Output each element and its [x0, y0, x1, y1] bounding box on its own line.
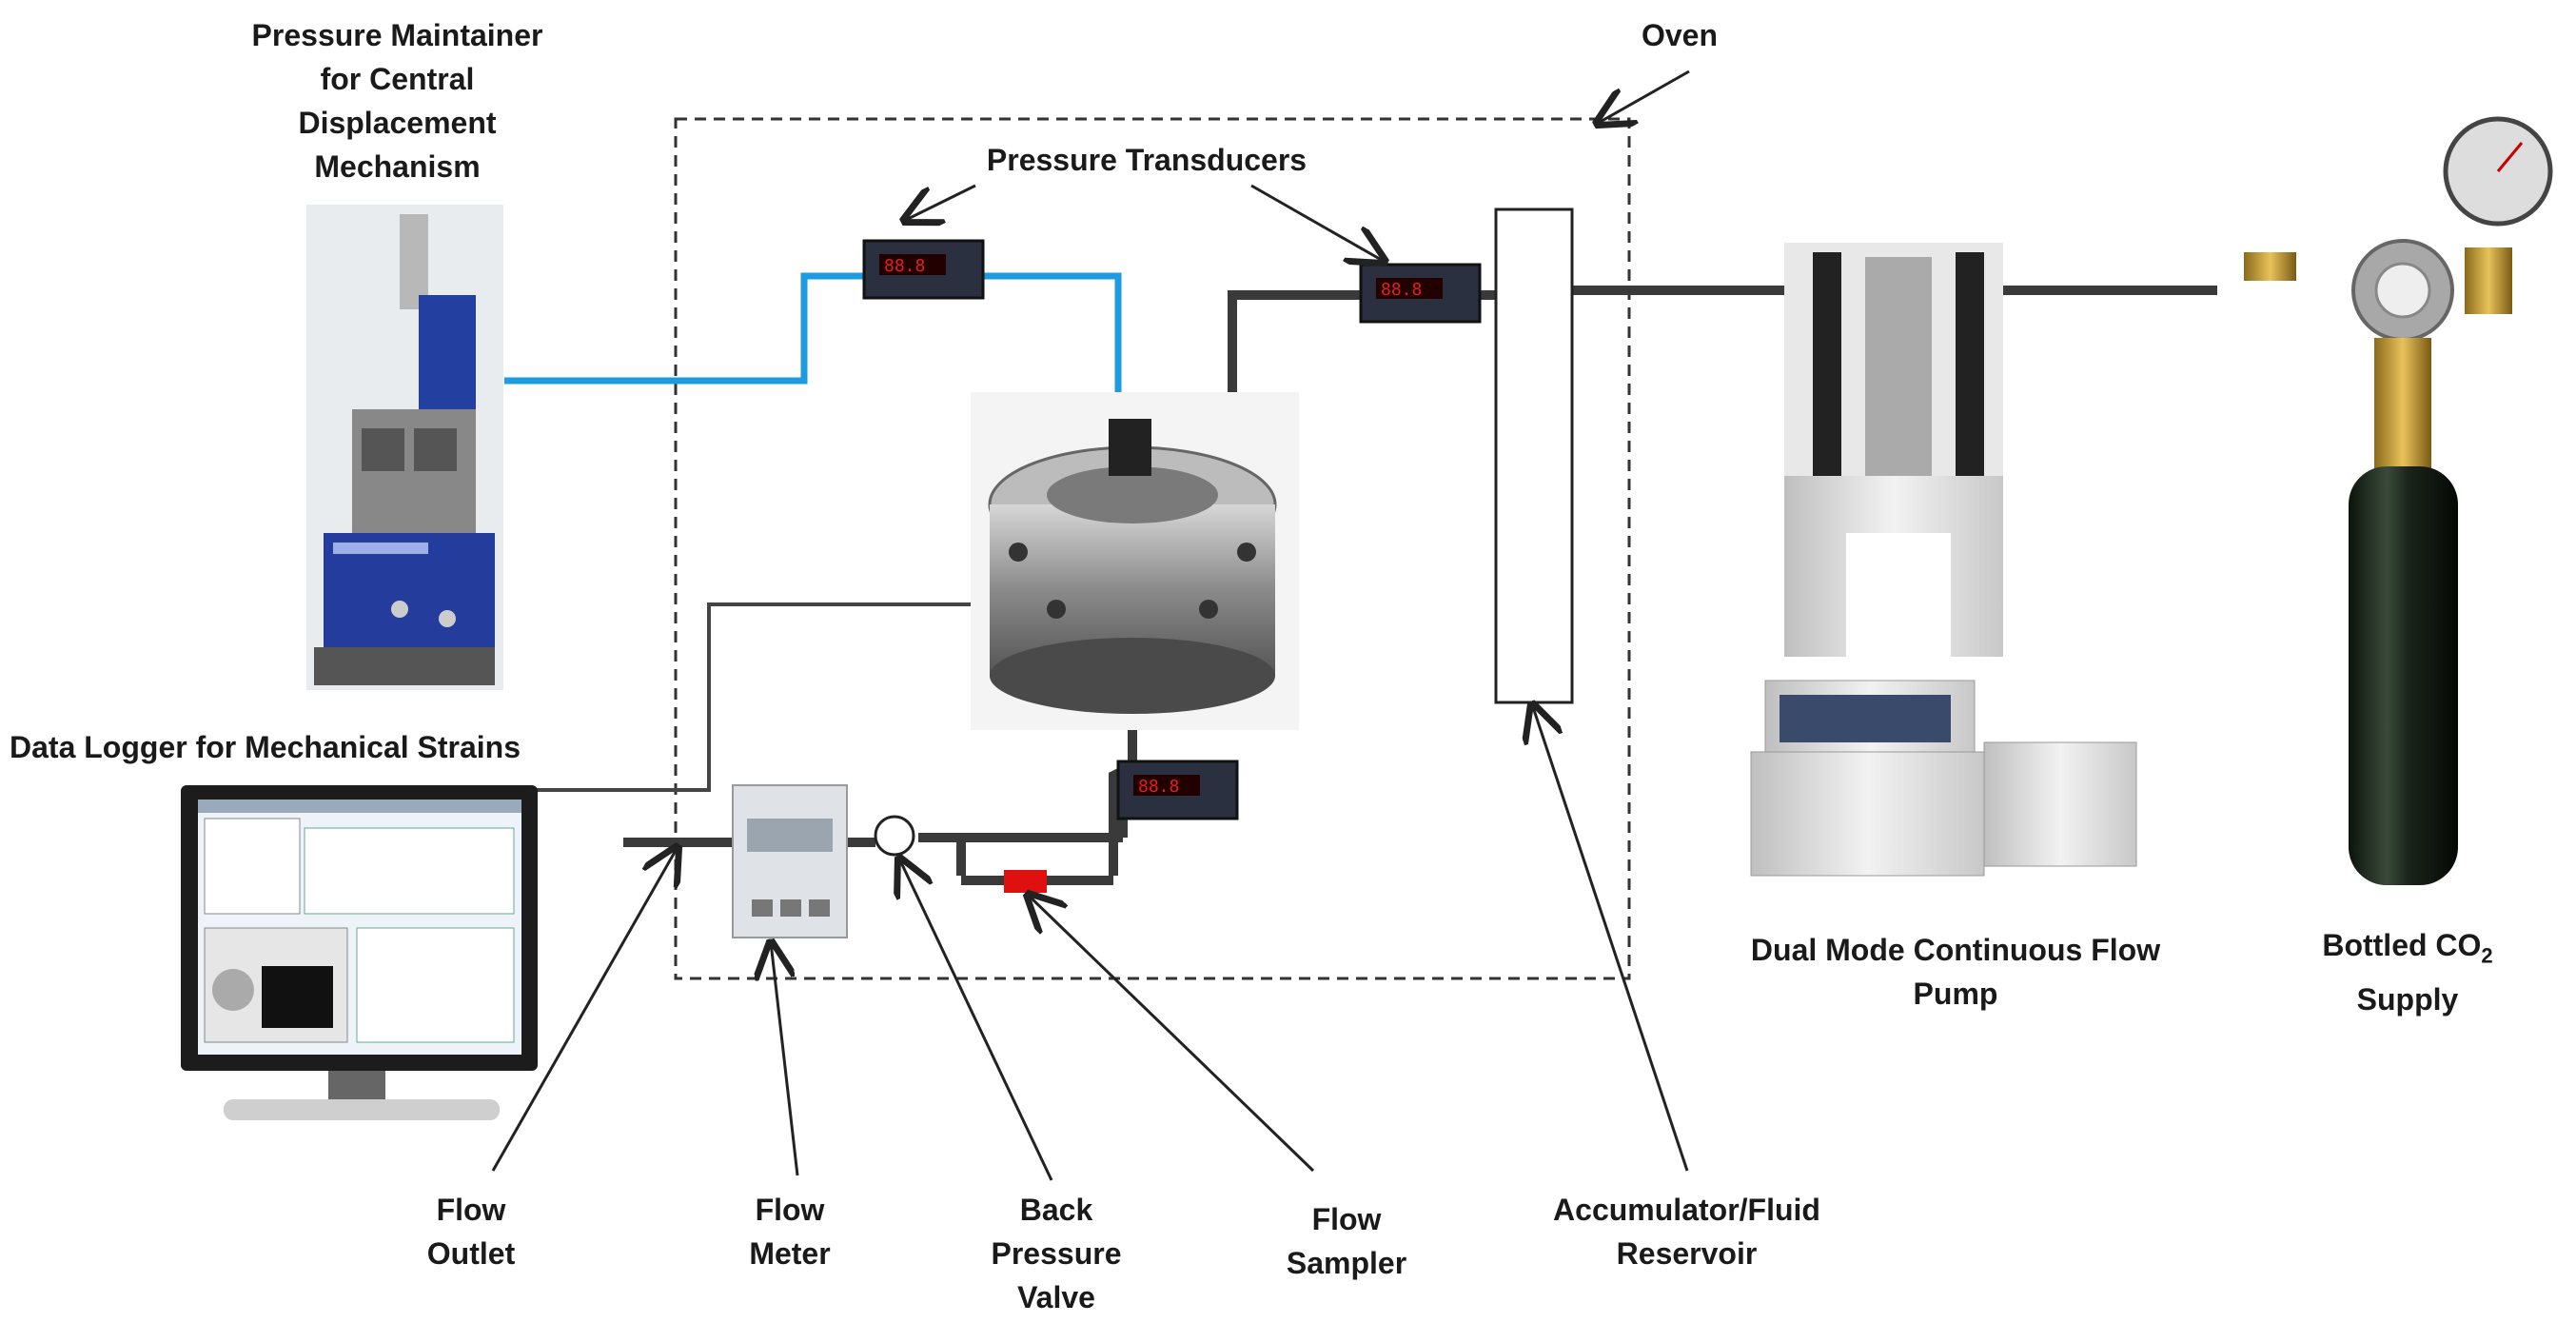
flow-sampler-element — [1004, 870, 1047, 893]
flow-meter-label: Flow Meter — [749, 1193, 831, 1271]
co2-cylinder-photo — [2244, 116, 2553, 885]
accumulator-label: Accumulator/Fluid Reservoir — [1553, 1193, 1820, 1271]
svg-text:88.8: 88.8 — [1138, 777, 1179, 797]
oven-boundary — [674, 117, 1631, 980]
computer-monitor-photo — [181, 785, 538, 1120]
pressure-maintainer-label: Pressure Maintainer for Central Displace… — [251, 18, 543, 184]
co2-supply-label: Bottled CO2 Supply — [2322, 928, 2493, 1017]
core-holder-photo — [971, 392, 1299, 730]
pressure-transducer-display: 88.8 — [862, 239, 985, 300]
svg-text:88.8: 88.8 — [1381, 280, 1422, 300]
pressure-transducer-display: 88.8 — [1359, 263, 1482, 324]
flow-outlet-label: Flow Outlet — [426, 1193, 516, 1271]
flow-meter-photo — [732, 784, 848, 938]
pressure-maintainer-line — [504, 272, 1122, 395]
oven-label: Oven — [1641, 18, 1719, 52]
svg-text:88.8: 88.8 — [884, 256, 925, 276]
pressure-transducers-label: Pressure Transducers — [986, 143, 1308, 177]
flow-pump-photo — [1750, 243, 2137, 877]
pressure-maintainer-photo — [306, 205, 503, 690]
callout-arrows — [491, 69, 1690, 1181]
flow-sampler-label: Flow Sampler — [1286, 1202, 1407, 1280]
accumulator-reservoir — [1494, 207, 1574, 704]
cable-lines — [533, 602, 971, 792]
back-pressure-valve-symbol — [874, 815, 915, 857]
pump-label: Dual Mode Continuous Flow Pump — [1750, 933, 2161, 1011]
back-pressure-valve-label: Back Pressure Valve — [991, 1193, 1122, 1314]
data-logger-label: Data Logger for Mechanical Strains — [10, 730, 521, 764]
pressure-transducer-display: 88.8 — [1116, 760, 1239, 820]
